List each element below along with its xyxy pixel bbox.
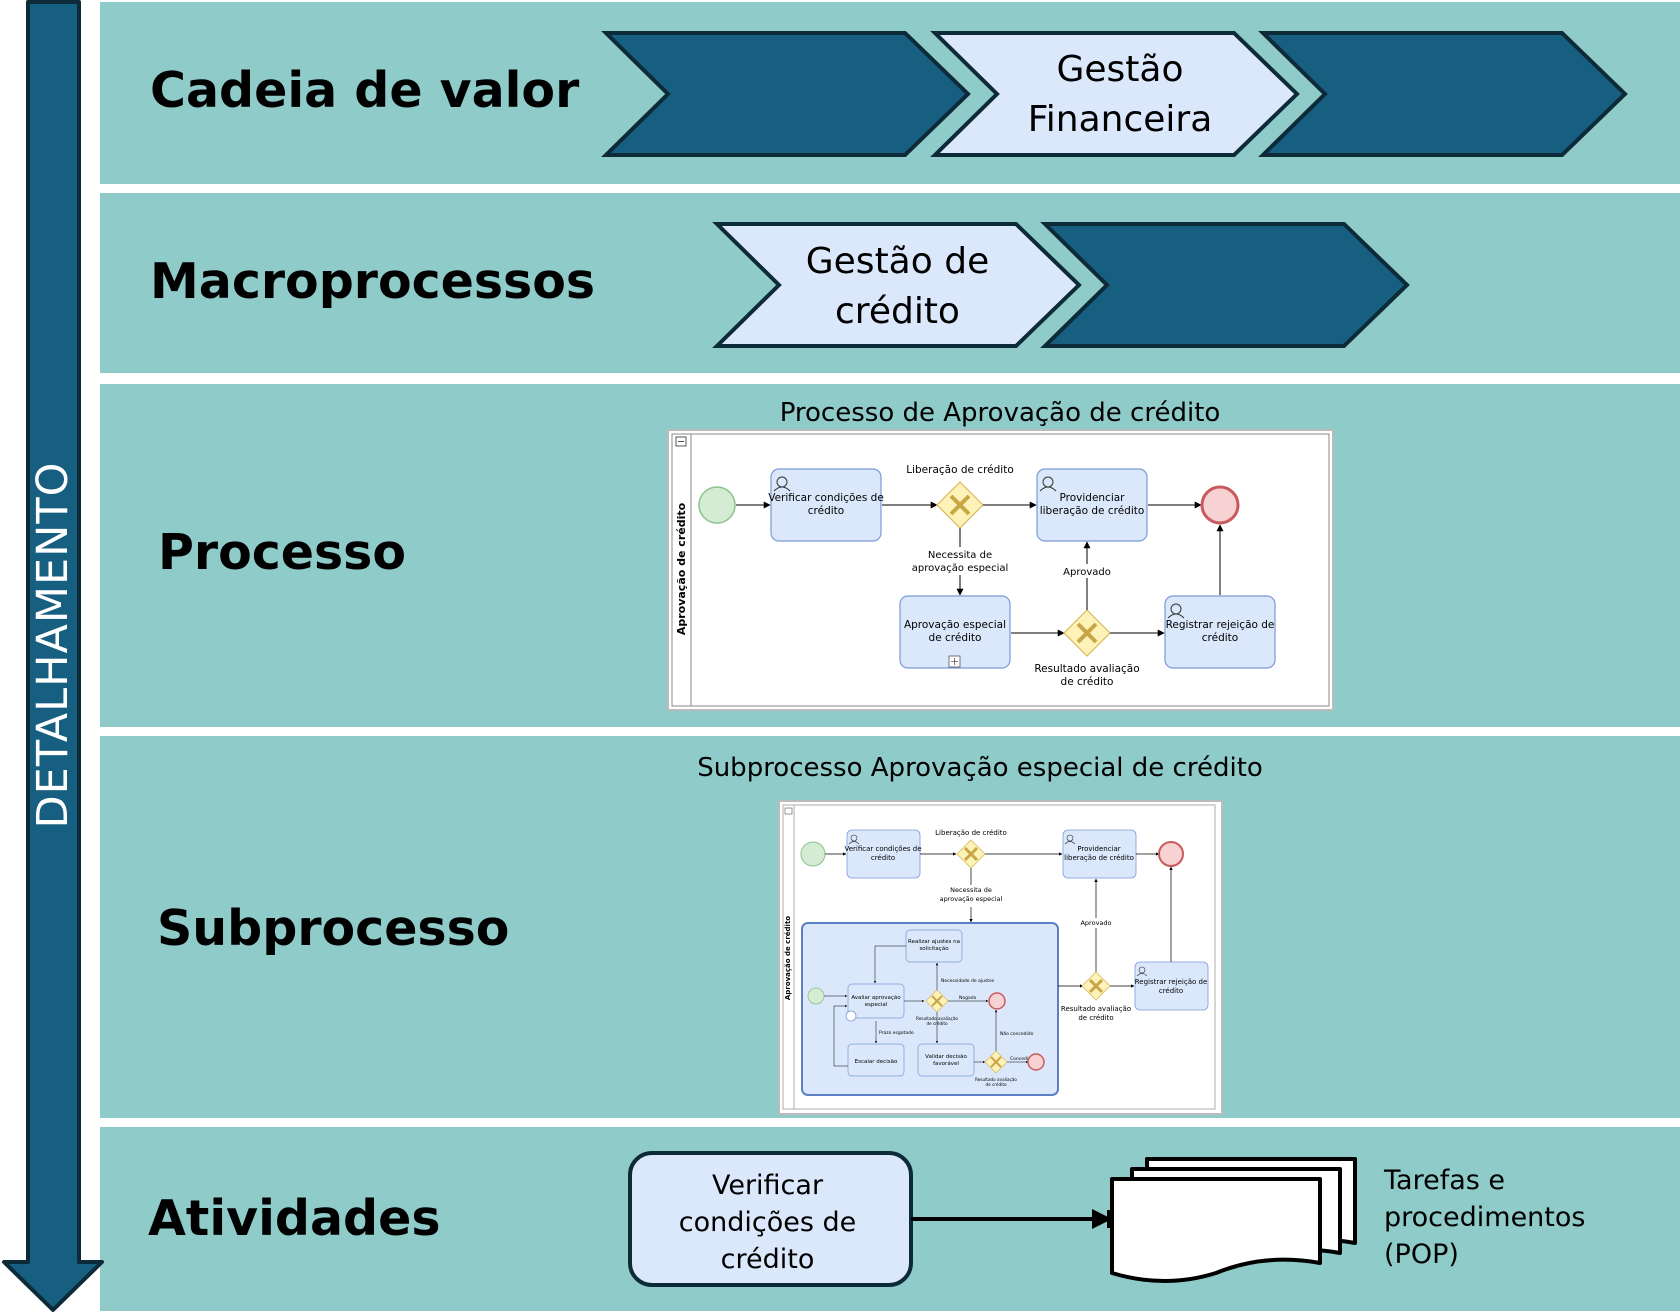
svg-text:Aprovado: Aprovado: [1080, 919, 1111, 927]
processo-caption: Processo de Aprovação de crédito: [779, 398, 1221, 428]
task-aprovacao-especial: [899, 595, 1011, 669]
start-event: [698, 486, 736, 524]
processo-bpmn-diagram: Aprovação de crédito Verificar condições…: [667, 429, 1334, 711]
level-label-macroprocessos: Macroprocessos: [150, 253, 596, 310]
label-aprovado: Aprovado: [1063, 567, 1111, 578]
chevron-gestao-financeira: [930, 31, 1300, 157]
task-registrar: [1164, 595, 1276, 669]
level-label-processo: Processo: [158, 524, 407, 581]
svg-text:Necessidade de ajustes: Necessidade de ajustes: [941, 978, 995, 984]
detalhamento-arrow: [2, 0, 104, 1312]
svg-text:Escalar decisão: Escalar decisão: [855, 1059, 898, 1065]
activity-task-label: Verificar condições de crédito: [678, 1170, 857, 1275]
subprocesso-caption: Subprocesso Aprovação especial de crédit…: [697, 753, 1263, 783]
svg-text:Prazo esgotado: Prazo esgotado: [879, 1030, 914, 1036]
sub-pool-label: Aprovação de crédito: [784, 916, 792, 1000]
task-providenciar: [1036, 468, 1148, 542]
pool-label: Aprovação de crédito: [675, 502, 688, 635]
subprocesso-bpmn-diagram: Aprovação de crédito Verificar condições…: [778, 800, 1223, 1115]
task-verificar: [770, 468, 882, 542]
end-event: [1200, 485, 1240, 525]
documents-icon: [1110, 1157, 1357, 1283]
chevron-dark-macro: [1040, 222, 1410, 348]
chevron-dark-1: [601, 31, 971, 157]
chevron-label-gestao-de-credito: Gestão de crédito: [805, 241, 990, 332]
svg-text:Não concedido: Não concedido: [1000, 1031, 1034, 1037]
level-label-subprocesso: Subprocesso: [157, 900, 510, 957]
cadeia-chevrons: [601, 31, 1628, 157]
macro-chevrons: [712, 222, 1410, 348]
chevron-gestao-de-credito: [712, 222, 1082, 348]
level-label-cadeia: Cadeia de valor: [150, 62, 580, 119]
chevron-dark-2: [1258, 31, 1628, 157]
label-liberacao: Liberação de crédito: [906, 464, 1014, 476]
detalhamento-label: DETALHAMENTO: [28, 461, 78, 829]
svg-text:Negado: Negado: [959, 995, 977, 1001]
pop-label: Tarefas e procedimentos (POP): [1384, 1165, 1586, 1270]
level-label-atividades: Atividades: [148, 1190, 441, 1247]
atividades-graphics: [628, 1151, 1357, 1287]
svg-text:Concedido: Concedido: [1010, 1056, 1034, 1062]
chevron-label-gestao-financeira: Gestão Financeira: [1027, 49, 1213, 140]
svg-text:Liberação de crédito: Liberação de crédito: [935, 829, 1007, 837]
